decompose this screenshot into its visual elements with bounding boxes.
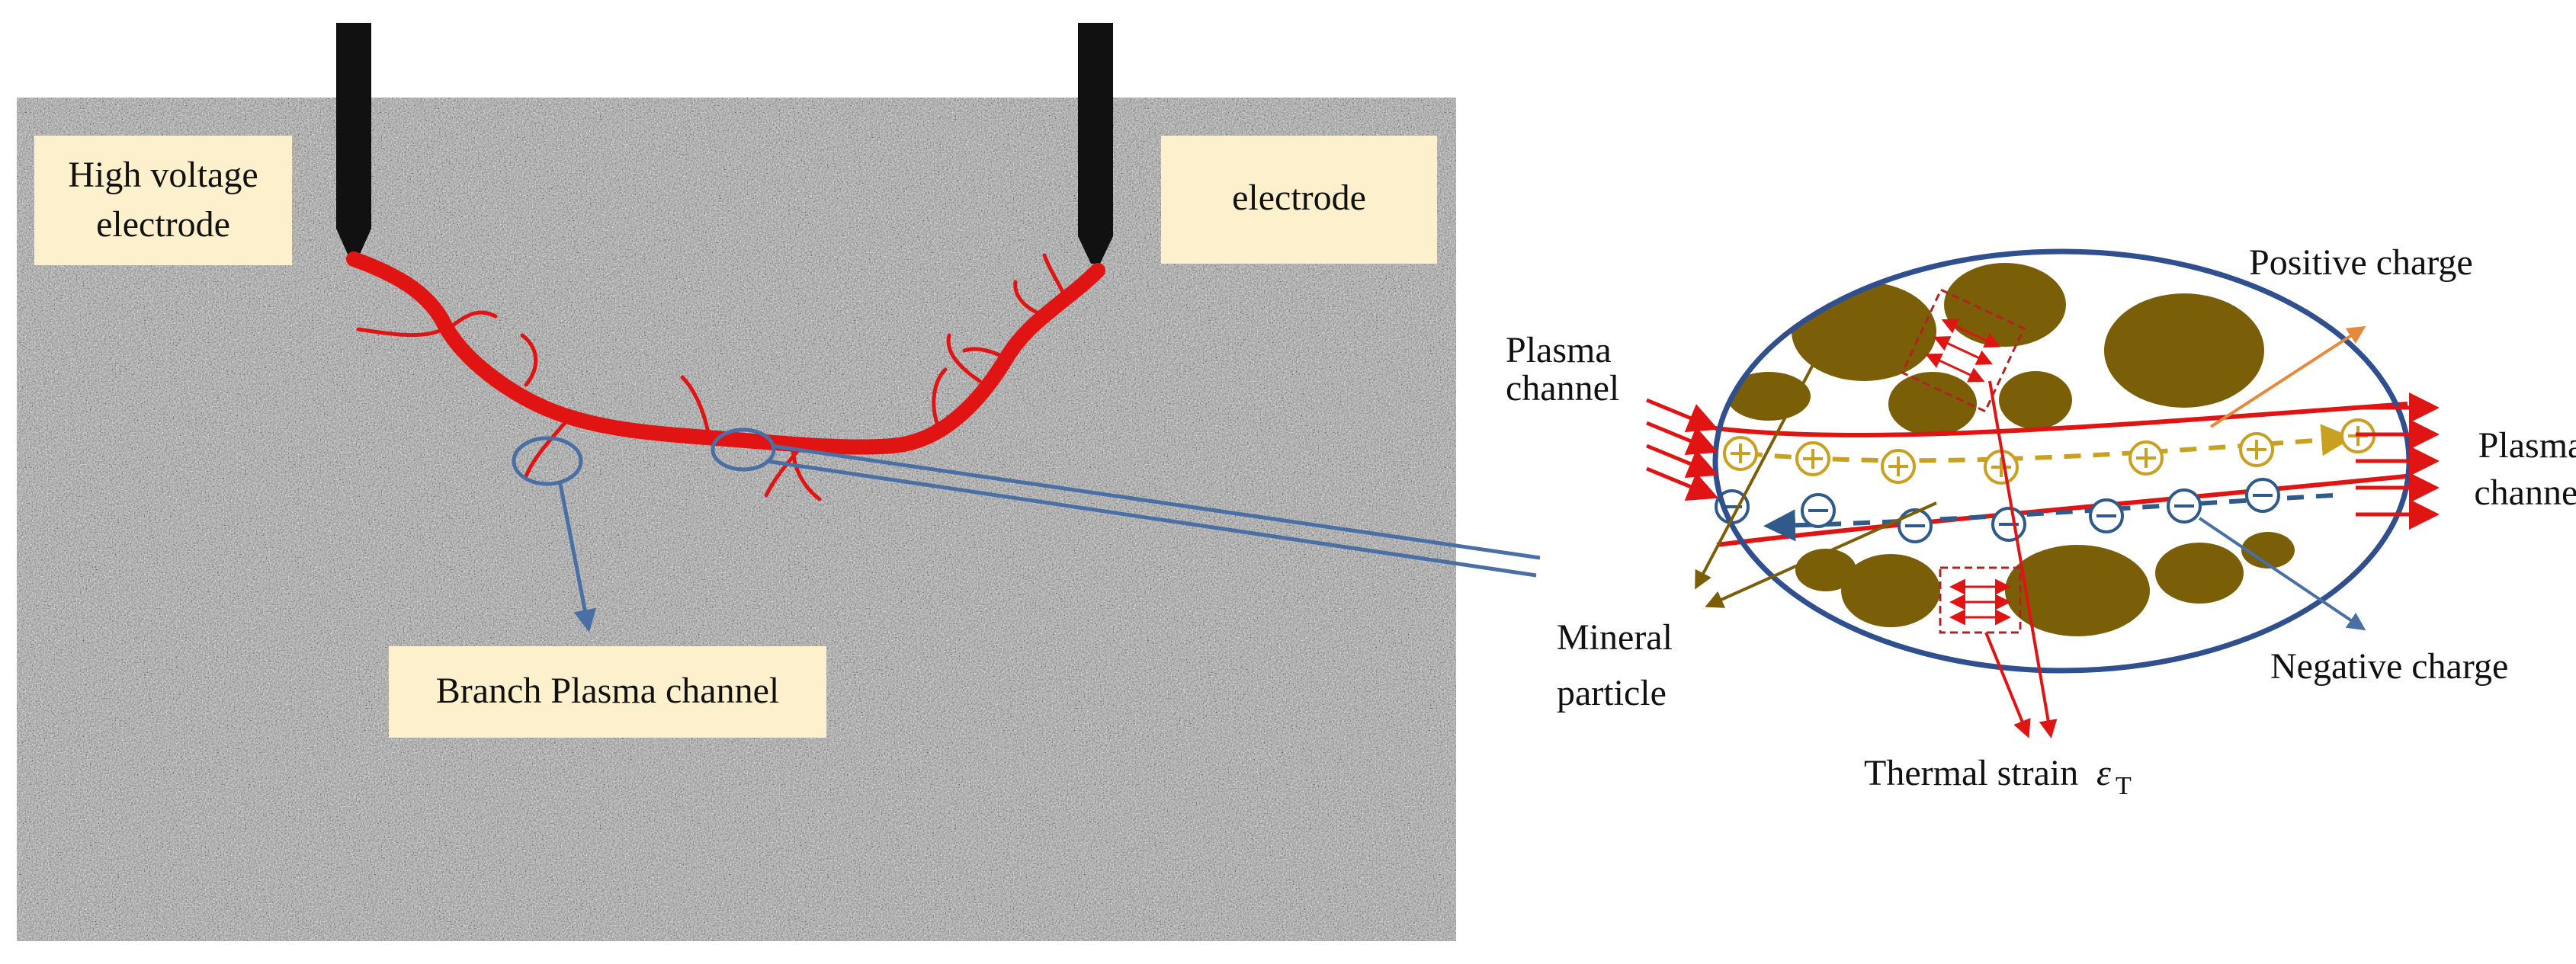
magnified-view xyxy=(1712,248,2412,674)
positive-charge xyxy=(1984,450,2019,485)
ground-electrode xyxy=(1078,23,1113,264)
leader-mineral-particle xyxy=(1695,361,1937,608)
positive-charge xyxy=(1795,441,1830,476)
label-thermal-strain-symbol: ε xyxy=(2096,753,2111,793)
leader-thermal-strain xyxy=(1984,380,2058,738)
negative-charge xyxy=(1898,508,1933,543)
plasma-in-arrows xyxy=(1646,398,1719,501)
thermal-strain-box-upper xyxy=(1901,288,2026,413)
positive-charges xyxy=(1723,418,2376,485)
negative-charge xyxy=(2167,488,2202,524)
plasma-out-arrows xyxy=(2356,392,2440,530)
negative-charges xyxy=(1715,478,2280,543)
plasma-branches xyxy=(356,253,1066,501)
positive-charge xyxy=(2128,440,2164,476)
negative-charge xyxy=(2089,498,2124,533)
label-box-electrode: electrode xyxy=(1161,136,1437,264)
label-mineral-particle-line2: particle xyxy=(1557,673,1667,713)
label-mineral-particle-line1: Mineral xyxy=(1557,617,1673,658)
label-electrode: electrode xyxy=(1232,178,1366,218)
negative-charge xyxy=(1991,507,2026,542)
channel-upper-boundary xyxy=(1715,402,2408,437)
label-plasma-channel-out-line1: Plasma xyxy=(2478,425,2576,466)
label-box-branch-plasma: Branch Plasma channel xyxy=(389,646,826,738)
thermal-strain-box-lower xyxy=(1939,566,2022,634)
positive-charge xyxy=(1881,449,1916,484)
positive-charge xyxy=(1723,436,1758,471)
negative-charge xyxy=(2245,478,2280,513)
leader-positive-charge xyxy=(2209,325,2366,428)
label-thermal-strain-subscript: T xyxy=(2116,772,2132,800)
label-hv-electrode-line1: High voltage xyxy=(68,155,258,195)
label-branch-plasma-channel: Branch Plasma channel xyxy=(436,671,780,711)
high-voltage-electrode xyxy=(336,23,371,258)
label-negative-charge: Negative charge xyxy=(2270,646,2508,687)
leader-negative-charge xyxy=(2198,517,2366,631)
label-plasma-channel-out-line2: channel xyxy=(2474,472,2576,513)
label-thermal-strain: Thermal strain ε T xyxy=(1864,753,2132,800)
label-plasma-channel-in-line1: Plasma xyxy=(1506,330,1612,370)
label-positive-charge: Positive charge xyxy=(2249,242,2473,283)
magnifier-markers xyxy=(512,428,1541,633)
negative-charge xyxy=(1801,493,1836,528)
label-hv-electrode-line2: electrode xyxy=(96,204,230,245)
positive-charge xyxy=(2239,432,2274,467)
label-thermal-strain-text: Thermal strain xyxy=(1864,753,2078,793)
label-box-hv-electrode: High voltage electrode xyxy=(34,136,292,265)
label-plasma-channel-in-line2: channel xyxy=(1506,368,1619,408)
